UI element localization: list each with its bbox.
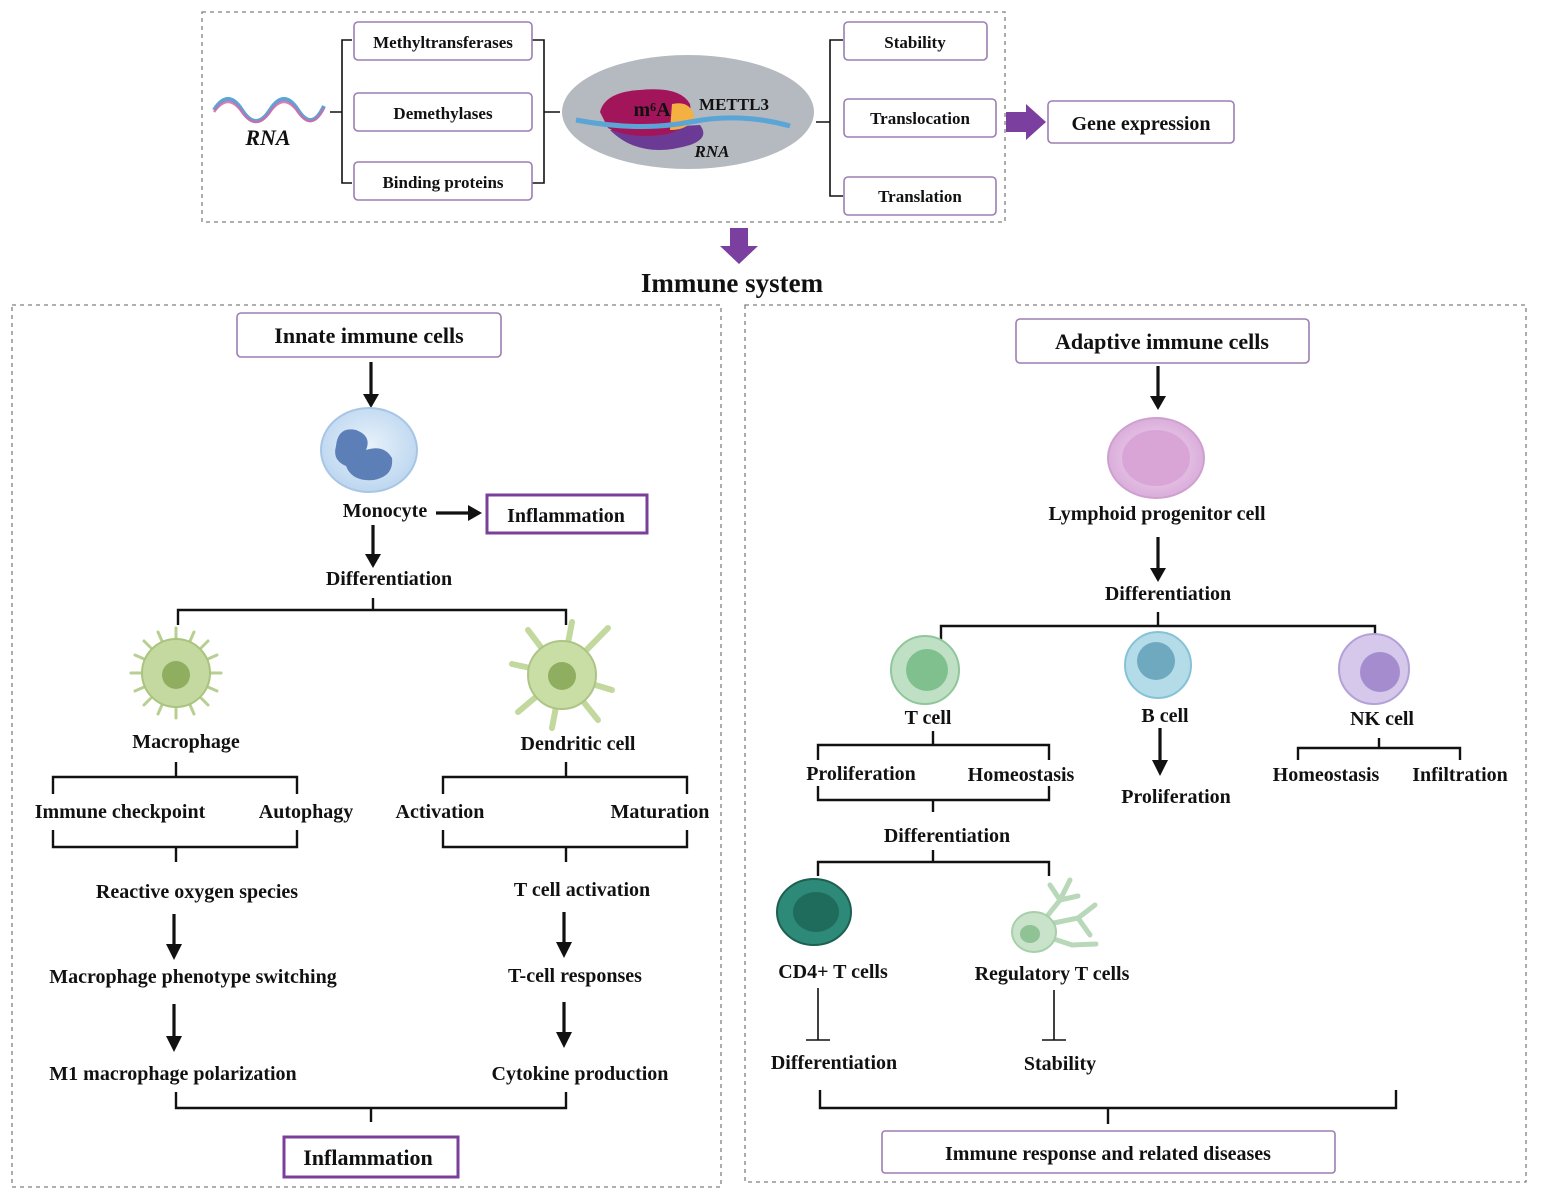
gene-expression-arrow: [1006, 104, 1046, 140]
binding-proteins-box: [353, 161, 533, 201]
adaptive-header: Adaptive immune cells: [1055, 329, 1269, 354]
regulator-bracket-right: [532, 39, 560, 184]
complex-rna-label: RNA: [694, 142, 730, 161]
immune-checkpoint-label: Immune checkpoint: [35, 801, 206, 823]
outcome-bracket: [816, 39, 843, 197]
t-cell-proliferation-label: Proliferation: [806, 763, 916, 785]
innate-merge-bracket: [174, 1092, 568, 1122]
immune-system-arrow: [720, 228, 758, 264]
cd4-effect-label: Differentiation: [771, 1052, 897, 1074]
maturation-label: Maturation: [611, 801, 710, 823]
adaptive-panel: [744, 304, 1527, 1183]
stability-label: Stability: [884, 33, 946, 52]
t-cell-label: T cell: [905, 707, 952, 729]
b-cell-label: B cell: [1141, 705, 1189, 727]
inflammation-bottom-box: [282, 1135, 460, 1179]
demethylases-box: [353, 92, 533, 132]
demethylases-label: Demethylases: [393, 104, 493, 123]
ros-label: Reactive oxygen species: [96, 881, 298, 903]
gene-expression-label: Gene expression: [1071, 113, 1210, 135]
translocation-box: [843, 98, 997, 138]
t-cell-diff-bracket: [816, 850, 1051, 876]
macrophage-split-bracket: [51, 762, 299, 794]
mettl3-label: METTL3: [699, 95, 769, 114]
activation-label: Activation: [396, 801, 485, 823]
dendritic-cell-icon: [509, 619, 615, 731]
macrophage-merge-bracket: [51, 830, 299, 862]
dendritic-cell-label: Dendritic cell: [521, 733, 636, 755]
gene-expression-box: [1047, 100, 1235, 144]
nk-cell-label: NK cell: [1350, 708, 1414, 730]
binding-proteins-label: Binding proteins: [382, 173, 503, 192]
innate-header: Innate immune cells: [274, 323, 464, 348]
immune-system-title: Immune system: [641, 268, 824, 298]
adaptive-merge-bracket: [818, 1090, 1398, 1124]
translation-label: Translation: [878, 187, 962, 206]
nk-homeostasis-label: Homeostasis: [1273, 764, 1380, 786]
stability-box: [843, 21, 988, 61]
t-cell-responses-label: T-cell responses: [508, 965, 642, 987]
t-cell-activation-label: T cell activation: [514, 879, 650, 901]
methyltransferases-box: [353, 21, 533, 61]
m6a-complex-icon: [562, 55, 814, 169]
immune-response-label: Immune response and related diseases: [945, 1143, 1271, 1165]
b-cell-proliferation-label: Proliferation: [1121, 786, 1231, 808]
treg-label: Regulatory T cells: [975, 963, 1130, 985]
mechanism-panel: [201, 11, 1006, 223]
t-cell-split-bracket: [816, 731, 1051, 760]
t-cell-icon: [890, 635, 960, 705]
b-cell-icon: [1124, 631, 1192, 699]
innate-header-box: [236, 312, 502, 358]
innate-split-bracket: [176, 598, 568, 625]
methyltransferases-label: Methyltransferases: [373, 33, 513, 52]
phenotype-switching-label: Macrophage phenotype switching: [49, 966, 336, 988]
inflammation-top-box: [485, 493, 649, 535]
cd4-t-cell-icon: [776, 878, 852, 946]
t-cell-differentiation-label: Differentiation: [884, 825, 1010, 847]
translation-box: [843, 176, 997, 216]
cd4-label: CD4+ T cells: [778, 961, 888, 983]
treg-inhibit-line: [1042, 990, 1066, 1041]
nk-split-bracket: [1296, 738, 1462, 760]
rna-label: RNA: [244, 125, 290, 150]
cytokine-production-label: Cytokine production: [492, 1063, 669, 1085]
treg-effect-label: Stability: [1024, 1053, 1096, 1075]
t-cell-merge-bracket: [816, 786, 1051, 812]
dendritic-merge-bracket: [441, 830, 689, 862]
monocyte-label: Monocyte: [343, 500, 428, 522]
monocyte-icon: [320, 407, 418, 493]
innate-differentiation-label: Differentiation: [326, 568, 452, 590]
inflammation-top-label: Inflammation: [507, 505, 625, 527]
adaptive-header-box: [1015, 318, 1310, 364]
regulatory-t-cell-icon: [1011, 877, 1099, 953]
translocation-label: Translocation: [870, 109, 970, 128]
progenitor-label: Lymphoid progenitor cell: [1048, 503, 1266, 525]
rna-wave-icon: [212, 97, 326, 124]
regulator-bracket-left: [330, 39, 352, 184]
inflammation-bottom-label: Inflammation: [303, 1145, 433, 1170]
cd4-inhibit-line: [806, 988, 830, 1041]
adaptive-split-bracket: [939, 612, 1377, 640]
nk-cell-icon: [1338, 633, 1410, 705]
dendritic-split-bracket: [441, 762, 689, 794]
m6a-label: m⁶A: [633, 99, 671, 121]
lymphoid-progenitor-icon: [1107, 417, 1205, 499]
macrophage-icon: [129, 626, 223, 720]
nk-infiltration-label: Infiltration: [1412, 764, 1508, 786]
adaptive-differentiation-label: Differentiation: [1105, 583, 1231, 605]
m1-polarization-label: M1 macrophage polarization: [49, 1063, 296, 1085]
innate-panel: [11, 304, 722, 1188]
macrophage-label: Macrophage: [132, 731, 240, 753]
t-cell-homeostasis-label: Homeostasis: [968, 764, 1075, 786]
autophagy-label: Autophagy: [259, 801, 353, 823]
immune-response-box: [881, 1130, 1336, 1174]
